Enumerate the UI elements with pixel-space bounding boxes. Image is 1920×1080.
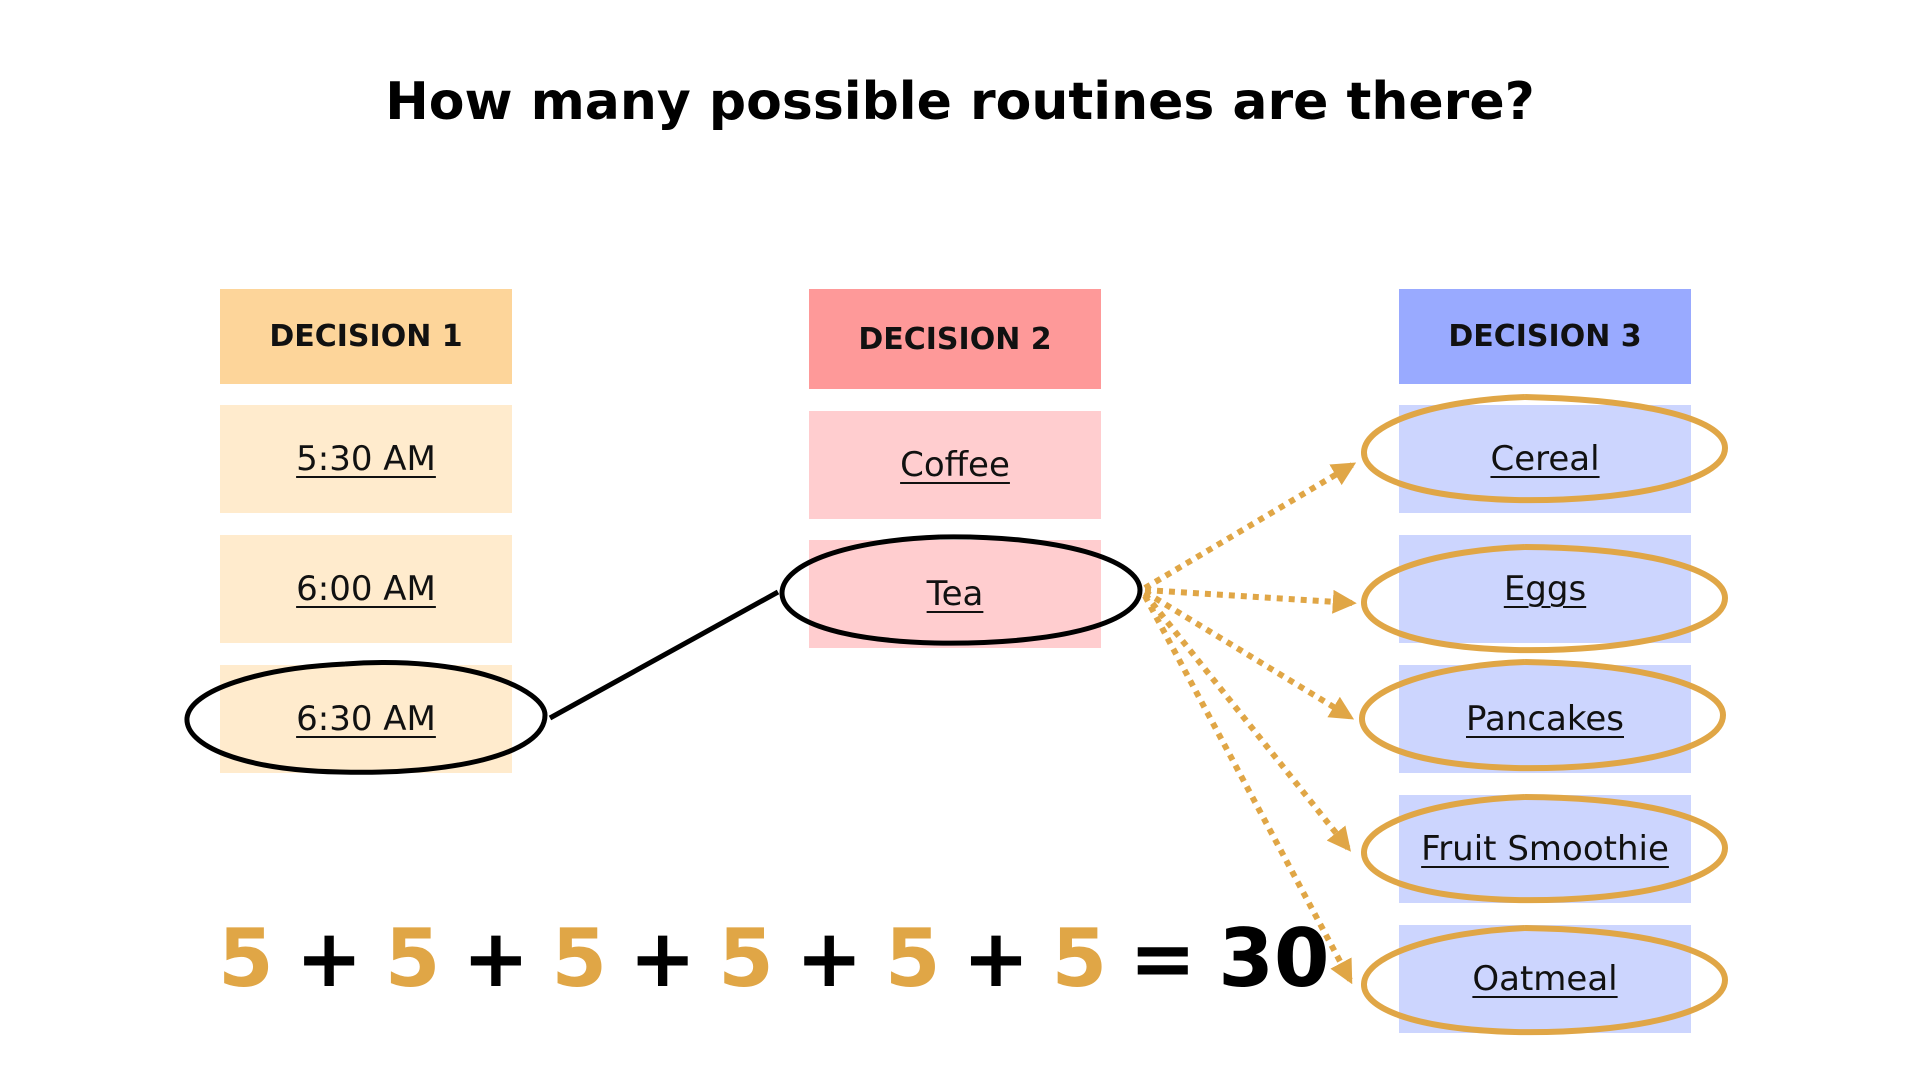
equation-term: 5 [384,911,441,1005]
selection-circle-tea [779,534,1143,646]
option-label: Eggs [1503,569,1587,609]
option-label: 6:30 AM [296,699,436,739]
equation-operator: + [462,911,530,1005]
selection-circle-630 [184,660,548,775]
equation-term: 5 [551,911,608,1005]
decision-2-header: DECISION 2 [809,289,1101,389]
arrow-to-pancakes [1143,589,1355,720]
decision-3-option-oatmeal[interactable]: Oatmeal [1399,925,1691,1033]
arrow-to-oatmeal [1142,594,1353,985]
option-label: Pancakes [1466,699,1624,739]
equation-equals: = [1129,911,1197,1005]
highlight-circle-oatmeal [1360,925,1729,1036]
connector-line [548,589,780,721]
option-label: Fruit Smoothie [1421,829,1669,869]
option-label: Tea [926,574,984,614]
arrow-to-fruit-smoothie [1142,592,1351,852]
highlight-circle-cereal [1360,394,1729,504]
decision-3-option-fruit-smoothie[interactable]: Fruit Smoothie [1399,795,1691,903]
option-label: Oatmeal [1472,959,1618,999]
decision-2-option-tea[interactable]: Tea [809,540,1101,648]
equation-operator: + [962,911,1030,1005]
option-label: Cereal [1490,439,1600,479]
decision-3-header: DECISION 3 [1399,289,1691,384]
arrow-to-eggs [1144,587,1357,614]
equation-term: 5 [718,911,774,1005]
option-label: 6:00 AM [296,569,436,609]
equation: 5 + 5 + 5 + 5 + 5 + 5 = 30 [218,908,1330,1008]
equation-term: 5 [1051,911,1108,1005]
decision-1-option-530[interactable]: 5:30 AM [220,405,512,513]
highlight-circle-pancakes [1358,659,1727,772]
equation-operator: + [629,911,697,1005]
highlight-circle-fruit-smoothie [1360,794,1729,904]
decision-1-option-600[interactable]: 6:00 AM [220,535,512,643]
decision-3-option-pancakes[interactable]: Pancakes [1399,665,1691,773]
page-title: How many possible routines are there? [385,72,1535,132]
highlight-circle-eggs [1360,544,1729,654]
decision-1-option-630[interactable]: 6:30 AM [220,665,512,773]
arrow-to-cereal [1143,462,1357,591]
decision-2-option-coffee[interactable]: Coffee [809,411,1101,519]
equation-operator: + [295,911,363,1005]
equation-total: 30 [1218,911,1330,1005]
option-label: 5:30 AM [296,439,436,479]
equation-term: 5 [884,911,941,1005]
equation-term: 5 [218,911,274,1005]
option-label: Coffee [900,445,1010,485]
decision-1-header: DECISION 1 [220,289,512,384]
equation-operator: + [795,911,863,1005]
